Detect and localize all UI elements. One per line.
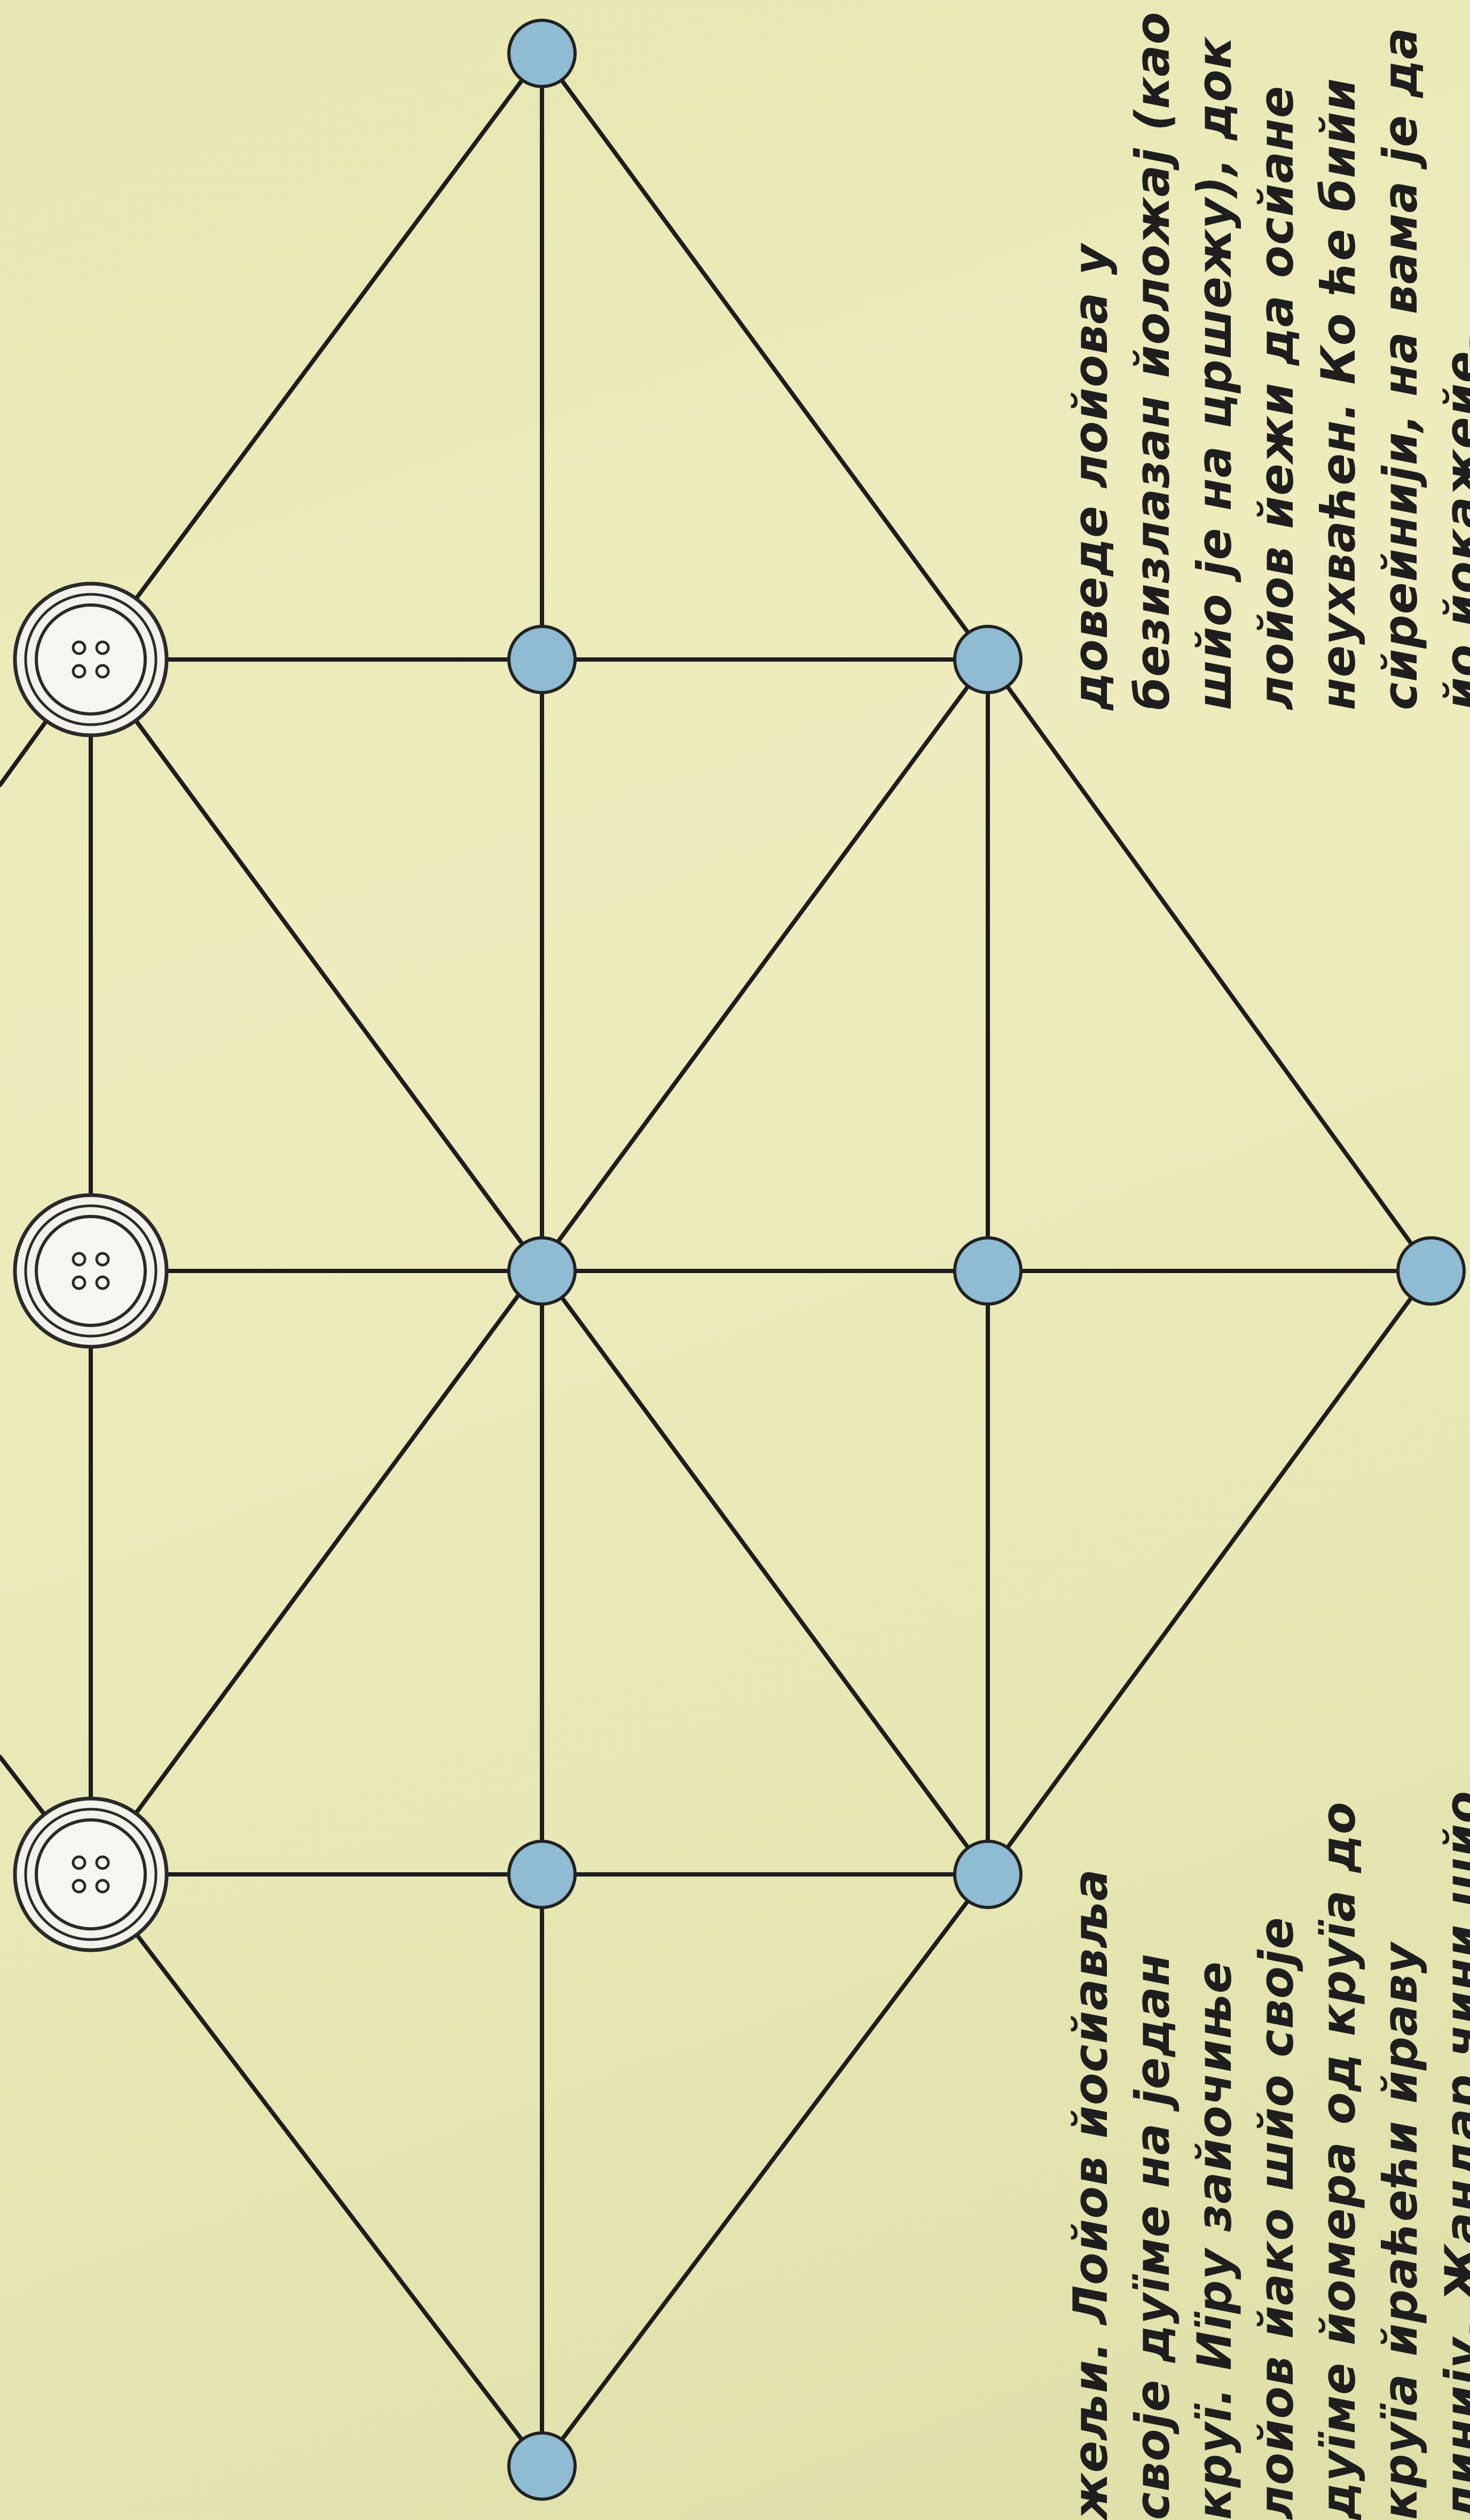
instruction-line: жељи. Лойов йосйавља xyxy=(1060,1791,1122,2520)
node-lower-right[interactable] xyxy=(955,1841,1021,1907)
instruction-line: сйрейнији, на вама је да xyxy=(1370,12,1432,710)
instruction-line: дуїме йомера од круїа до xyxy=(1308,1791,1370,2520)
instruction-line: линију. Жандар чини шйо xyxy=(1432,1791,1470,2520)
button-piece-middle[interactable] xyxy=(15,1195,167,1347)
node-lower-mid[interactable] xyxy=(509,1841,575,1907)
instruction-line: шйо је на цршежу), док xyxy=(1184,12,1246,710)
node-middle-right[interactable] xyxy=(955,1238,1021,1304)
instruction-line: своје дуїме на један xyxy=(1122,1791,1184,2520)
instruction-line: йо йокажейе. xyxy=(1432,12,1470,710)
node-upper-mid[interactable] xyxy=(509,626,575,693)
instruction-line: круї. Иїру зайочиње xyxy=(1184,1791,1246,2520)
instruction-line: доведе лойова у xyxy=(1060,12,1122,710)
instruction-line: безизлазан йоложај (као xyxy=(1122,12,1184,710)
button-piece-upper[interactable] xyxy=(15,584,167,735)
node-bottom[interactable] xyxy=(509,2433,575,2499)
node-top[interactable] xyxy=(509,20,575,87)
instruction-line: лойов йако шйо своје xyxy=(1246,1791,1308,2520)
instruction-line: лойов йежи да осйане xyxy=(1246,12,1308,710)
instruction-line: круїа йраћећи йраву xyxy=(1370,1791,1432,2520)
node-upper-right[interactable] xyxy=(955,626,1021,693)
instruction-line: неухваћен. Ко ће бийи xyxy=(1308,12,1370,710)
button-piece-lower[interactable] xyxy=(15,1799,167,1950)
node-center[interactable] xyxy=(509,1238,575,1304)
node-far-right[interactable] xyxy=(1398,1238,1464,1304)
